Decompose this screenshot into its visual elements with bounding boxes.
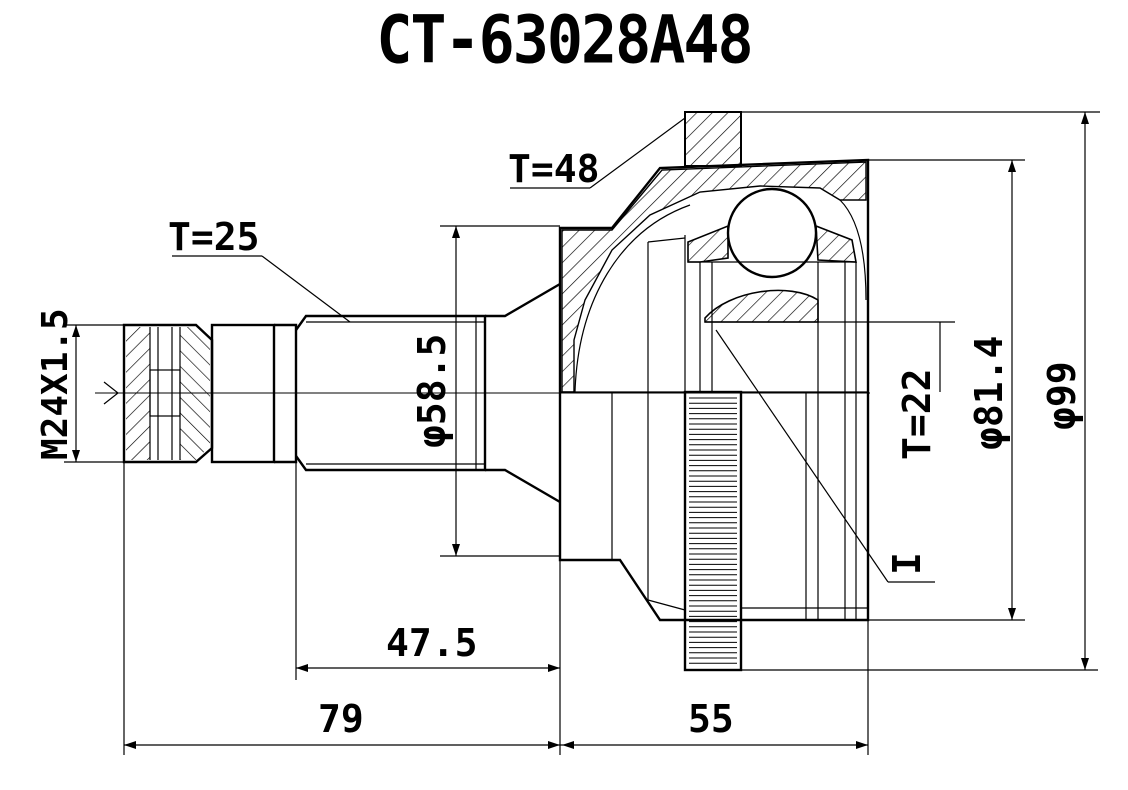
dimensions	[64, 112, 1098, 755]
abs-ring	[683, 390, 868, 672]
label-t25: T=25	[168, 215, 260, 259]
outer-housing	[558, 111, 1100, 622]
threaded-end	[103, 323, 298, 464]
part-number-title: CT-63028A48	[376, 2, 753, 79]
label-t48: T=48	[508, 147, 600, 191]
label-thread: M24X1.5	[35, 308, 76, 460]
label-dia-99: φ99	[1040, 361, 1084, 430]
label-dia-81: φ81.4	[967, 336, 1011, 450]
label-len-47: 47.5	[386, 621, 478, 665]
shaft	[295, 282, 561, 504]
label-dia-58: φ58.5	[410, 334, 454, 448]
ball-cage	[687, 187, 867, 392]
label-len-55: 55	[688, 697, 734, 741]
label-t22: T=22	[895, 368, 939, 460]
label-len-79: 79	[318, 697, 364, 741]
label-clip: I	[885, 552, 929, 575]
